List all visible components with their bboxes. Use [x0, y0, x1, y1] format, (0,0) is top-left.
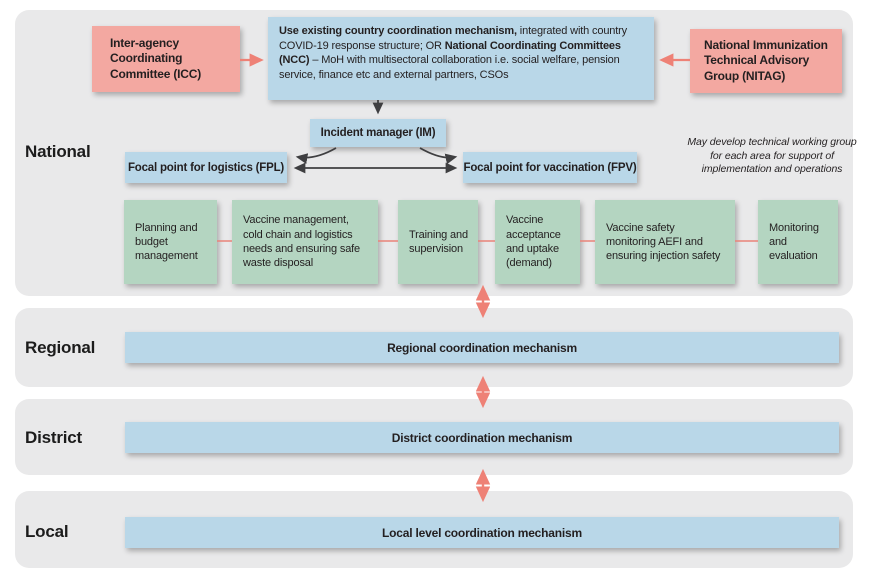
function-box-acceptance: Vaccine acceptance and uptake (demand) [495, 200, 580, 284]
nitag-box-text: National Immunization Technical Advisory… [704, 37, 828, 83]
function-box-vaccine-management: Vaccine management, cold chain and logis… [232, 200, 378, 284]
icc-box: Inter-agency Coordinating Committee (ICC… [92, 26, 240, 92]
function-box-text: Vaccine management, cold chain and logis… [243, 214, 361, 270]
nitag-box: National Immunization Technical Advisory… [690, 29, 842, 93]
local-coordination-bar: Local level coordination mechanism [125, 517, 839, 548]
technical-working-group-note: May develop technical working group for … [687, 136, 857, 176]
label-local: Local [25, 522, 69, 541]
function-box-text: Vaccine acceptance and uptake (demand) [506, 214, 561, 270]
district-coordination-bar: District coordination mechanism [125, 422, 839, 453]
label-regional: Regional [25, 338, 96, 357]
incident-manager-box: Incident manager (IM) [310, 119, 446, 147]
ncc-box-text: Use existing country coordination mechan… [279, 25, 628, 81]
fpv-box: Focal point for vaccination (FPV) [463, 152, 637, 183]
function-box-training: Training and supervision [398, 200, 478, 284]
function-box-text: Monitoring and evaluation [769, 221, 819, 263]
icc-box-text: Inter-agency Coordinating Committee (ICC… [110, 35, 202, 81]
function-box-text: Planning and budget management [135, 221, 198, 263]
function-box-safety: Vaccine safety monitoring AEFI and ensur… [595, 200, 735, 284]
regional-coordination-bar: Regional coordination mechanism [125, 332, 839, 363]
function-box-text: Training and supervision [409, 228, 468, 255]
ncc-box: Use existing country coordination mechan… [268, 17, 654, 100]
function-box-planning: Planning and budget management [124, 200, 217, 284]
function-box-text: Vaccine safety monitoring AEFI and ensur… [606, 221, 721, 263]
label-district: District [25, 428, 82, 447]
label-national: National [25, 142, 91, 161]
function-box-monitoring: Monitoring and evaluation [758, 200, 838, 284]
fpl-box: Focal point for logistics (FPL) [125, 152, 287, 183]
